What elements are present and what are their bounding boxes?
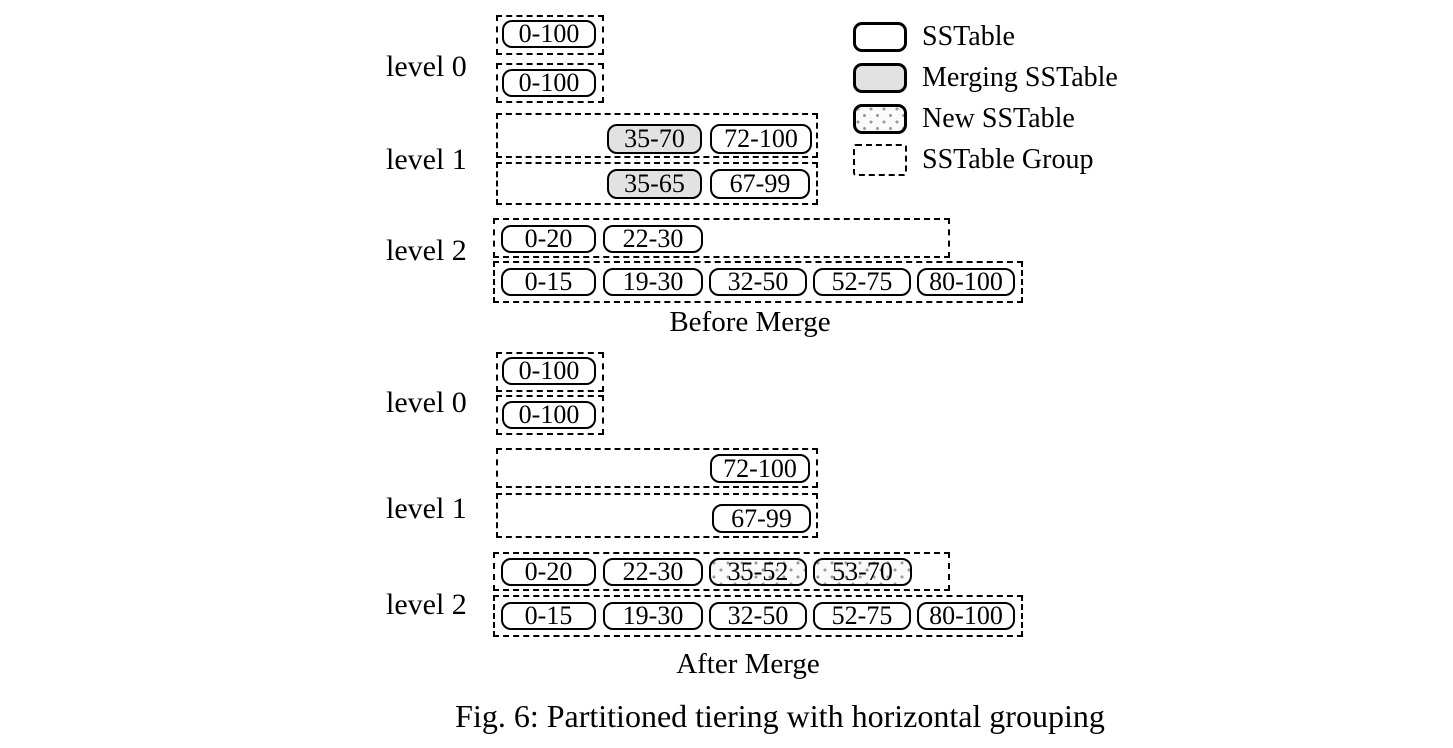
sstable: 19-30 <box>603 602 703 630</box>
sstable: 80-100 <box>917 602 1015 630</box>
level-label: level 1 <box>386 143 467 176</box>
sstable-group: 0-20 22-30 <box>493 218 950 258</box>
merging-sstable: 35-65 <box>607 169 702 199</box>
sstable: 22-30 <box>603 225 703 253</box>
sstable-group: 0-100 <box>496 63 604 103</box>
sstable: 67-99 <box>710 169 810 199</box>
sstable: 72-100 <box>710 124 812 154</box>
sstable-group: 67-99 <box>496 493 818 538</box>
level-label: level 1 <box>386 492 467 525</box>
after-merge-title: After Merge <box>676 648 820 680</box>
sstable: 0-100 <box>502 401 596 429</box>
sstable: 19-30 <box>603 268 703 296</box>
sstable: 0-20 <box>501 225 596 253</box>
legend-label: New SSTable <box>922 103 1075 134</box>
sstable: 0-20 <box>501 558 596 586</box>
before-merge-title: Before Merge <box>669 306 831 338</box>
sstable: 0-15 <box>501 268 596 296</box>
sstable-group: 35-65 67-99 <box>496 162 818 205</box>
sstable: 0-15 <box>501 602 596 630</box>
legend-swatch-sstable-group-icon <box>853 144 907 176</box>
sstable-group: 72-100 <box>496 448 818 488</box>
sstable: 0-100 <box>502 20 596 48</box>
sstable-group: 0-15 19-30 32-50 52-75 80-100 <box>493 595 1023 637</box>
legend-label: Merging SSTable <box>922 62 1118 93</box>
legend-swatch-sstable-icon <box>853 22 907 52</box>
level-label: level 2 <box>386 588 467 621</box>
sstable: 52-75 <box>813 268 911 296</box>
new-sstable: 35-52 <box>709 558 807 586</box>
sstable-group: 0-20 22-30 35-52 53-70 <box>493 552 950 591</box>
sstable: 0-100 <box>502 357 596 385</box>
legend-swatch-new-sstable-icon <box>853 104 907 134</box>
level-label: level 2 <box>386 234 467 267</box>
sstable: 0-100 <box>502 69 596 97</box>
merging-sstable: 35-70 <box>607 124 702 154</box>
sstable: 72-100 <box>710 454 810 483</box>
sstable: 22-30 <box>603 558 703 586</box>
legend-label: SSTable <box>922 21 1015 52</box>
sstable: 67-99 <box>712 504 811 533</box>
figure-caption: Fig. 6: Partitioned tiering with horizon… <box>455 698 1105 734</box>
sstable: 80-100 <box>917 268 1015 296</box>
sstable-group: 0-100 <box>496 395 604 435</box>
level-label: level 0 <box>386 386 467 419</box>
legend-label: SSTable Group <box>922 144 1094 175</box>
sstable-group: 0-100 <box>496 352 604 392</box>
sstable-group: 0-100 <box>496 15 604 55</box>
sstable: 52-75 <box>813 602 911 630</box>
sstable: 32-50 <box>709 268 807 296</box>
new-sstable: 53-70 <box>813 558 912 586</box>
sstable-group: 35-70 72-100 <box>496 113 818 158</box>
sstable: 32-50 <box>709 602 807 630</box>
sstable-group: 0-15 19-30 32-50 52-75 80-100 <box>493 261 1023 303</box>
level-label: level 0 <box>386 50 467 83</box>
legend-swatch-merging-sstable-icon <box>853 63 907 93</box>
